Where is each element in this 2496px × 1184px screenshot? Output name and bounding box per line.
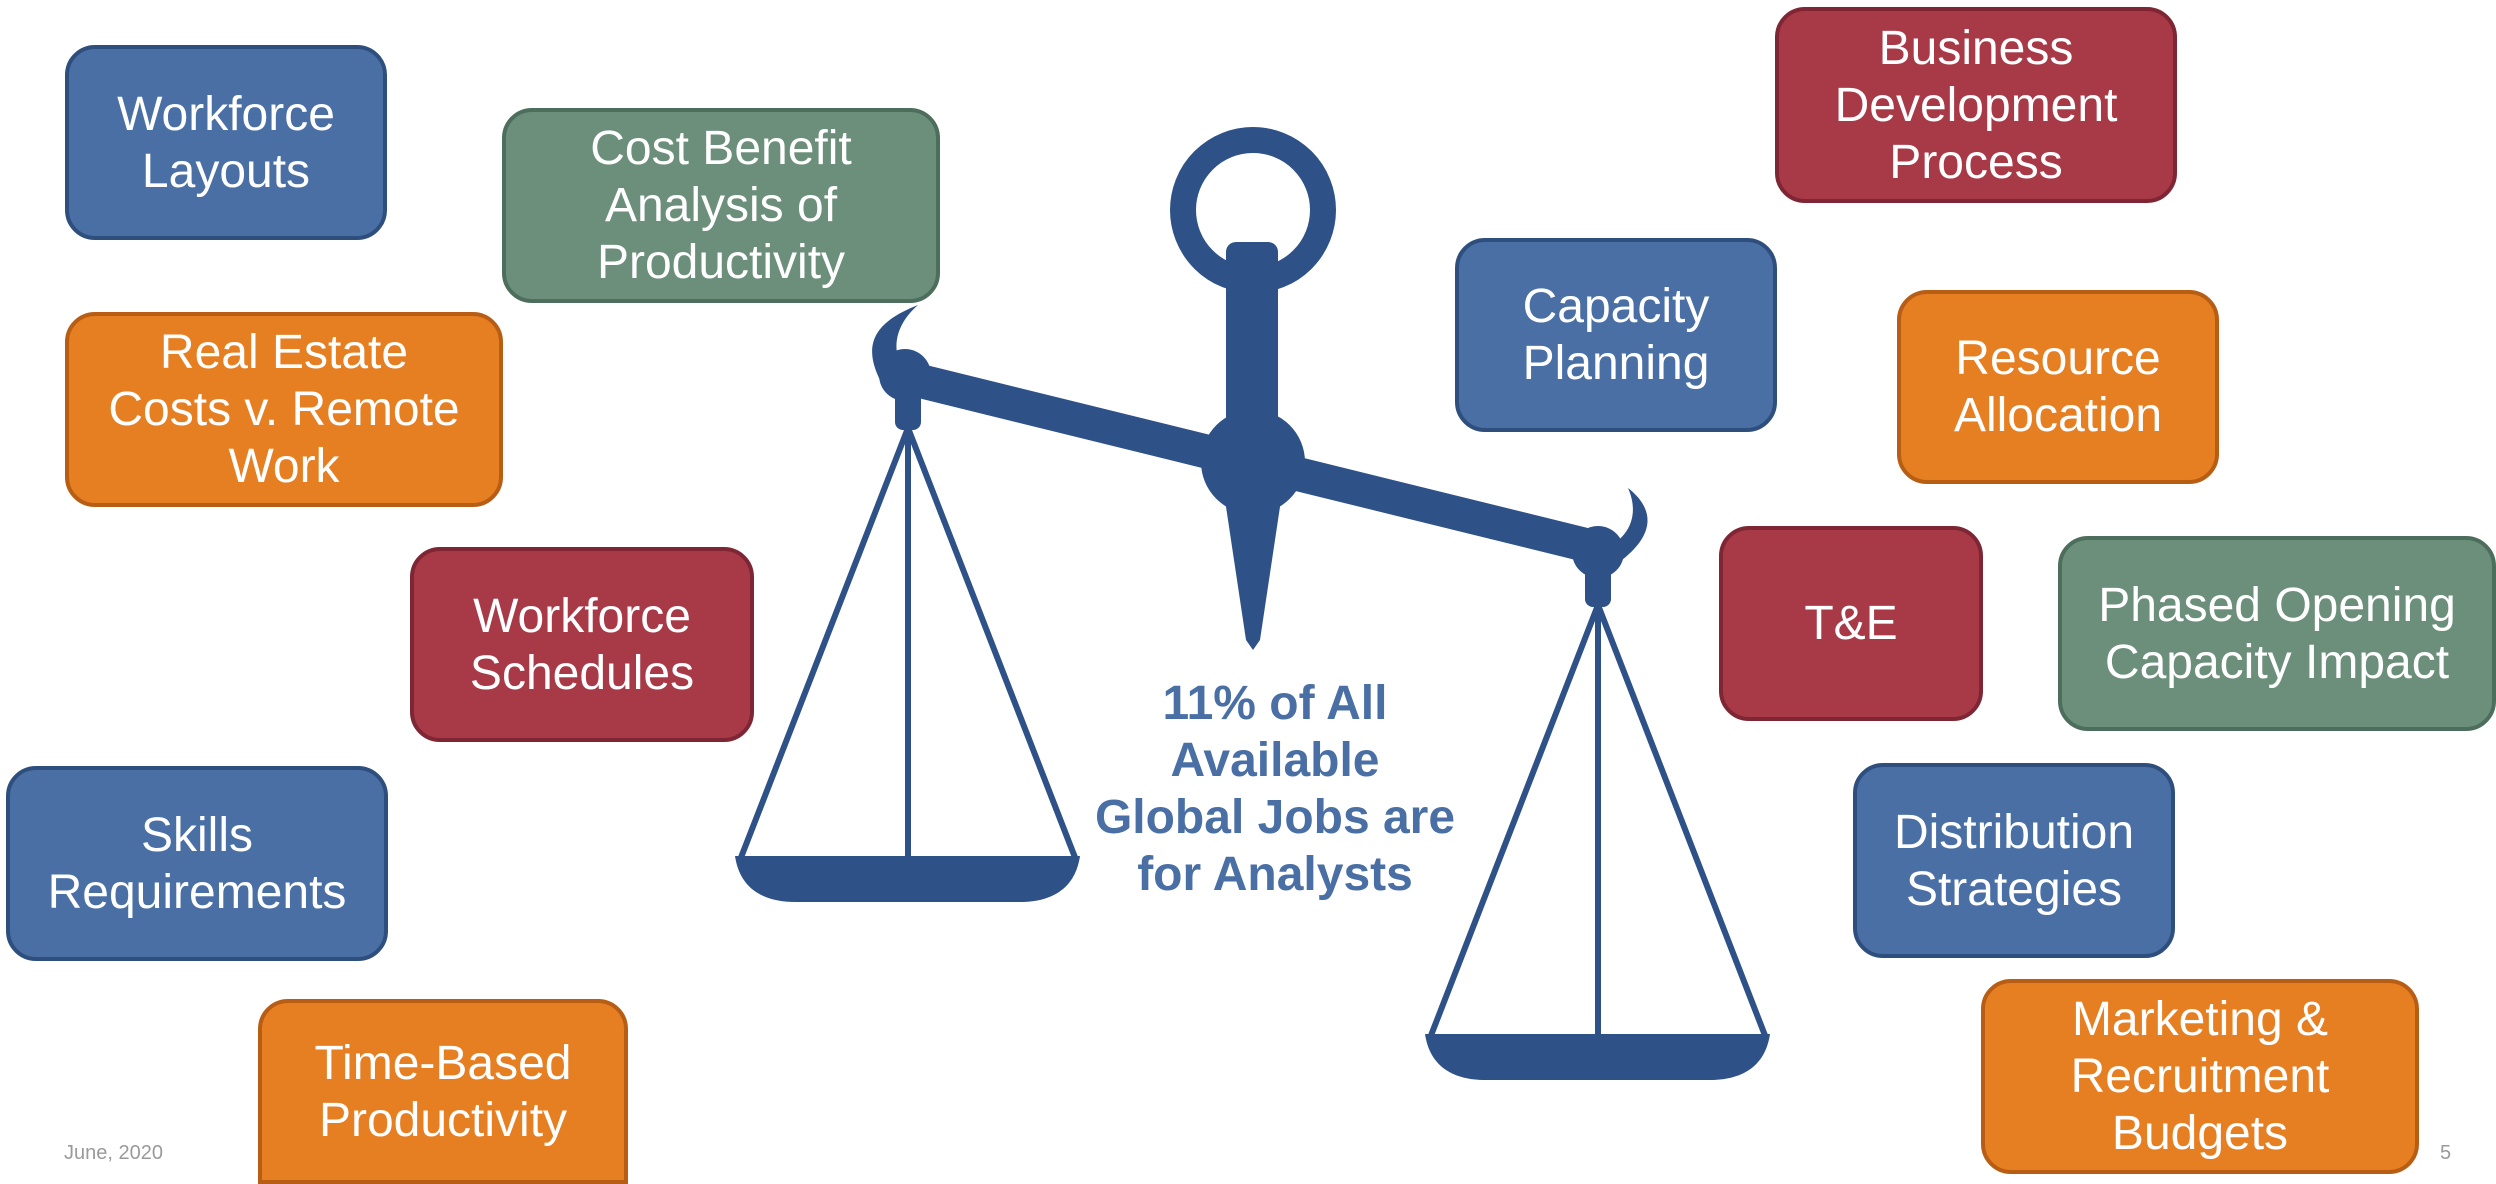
te-box: T&E [1719,526,1983,721]
center-statement: 11% of All Available Global Jobs are for… [1094,677,1456,901]
real-estate-box: Real Estate Costs v. Remote Work [65,312,503,507]
marketing-recruitment-box: Marketing & Recruitment Budgets [1981,979,2419,1174]
capacity-planning-box: Capacity Planning [1455,238,1777,432]
footer-date: June, 2020 [64,1142,163,1164]
workforce-layouts-box: Workforce Layouts [65,45,387,240]
time-based-productivity-box: Time-Based Productivity [258,999,628,1184]
phased-opening-box: Phased Opening Capacity Impact [2058,536,2496,731]
resource-allocation-box: Resource Allocation [1897,290,2219,484]
workforce-schedules-box: Workforce Schedules [410,547,754,742]
business-development-box: Business Development Process [1775,7,2177,203]
skills-requirements-box: Skills Requirements [6,766,388,961]
cost-benefit-box: Cost Benefit Analysis of Productivity [502,108,940,303]
distribution-strategies-box: Distribution Strategies [1853,763,2175,958]
page-number: 5 [2440,1142,2452,1164]
